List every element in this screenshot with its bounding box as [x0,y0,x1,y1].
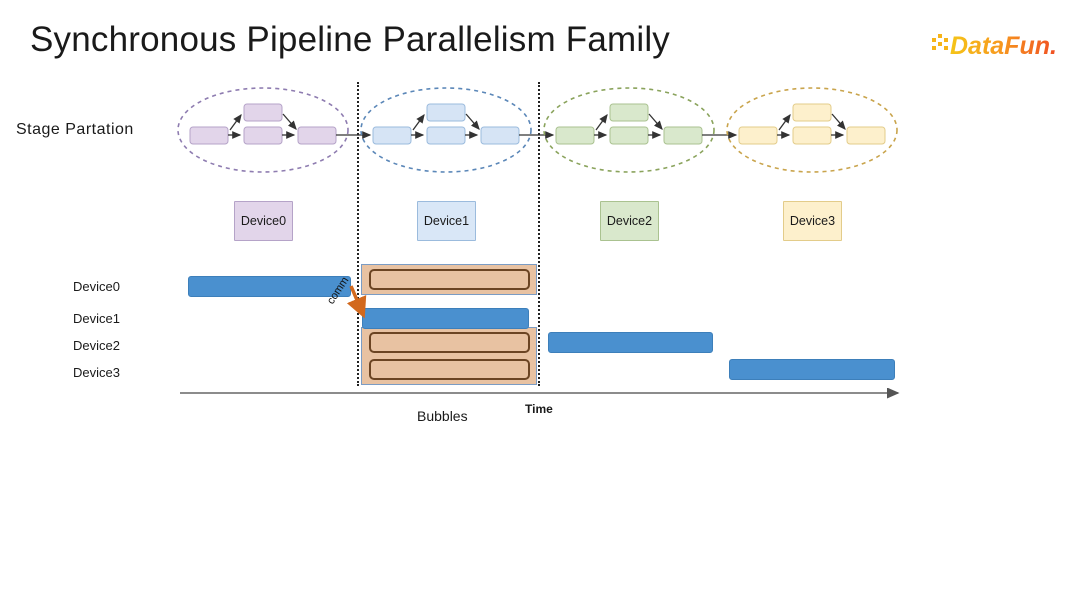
stage-node-box [663,126,703,145]
bubbles-label: Bubbles [417,408,468,424]
gantt-row-label-device2: Device2 [73,338,120,353]
stage-node-box [372,126,412,145]
stage-group-ellipse [726,87,898,173]
stage-node-box [297,126,337,145]
stage-node-box [426,103,466,122]
stage-group-ellipse [543,87,715,173]
stage-node-box [792,103,832,122]
page-title: Synchronous Pipeline Parallelism Family [30,20,671,59]
device-legend-2: Device2 [600,201,659,241]
device-legend-1: Device1 [417,201,476,241]
device-legend-0: Device0 [234,201,293,241]
stage-node-box [846,126,886,145]
stage-group-2 [543,87,738,173]
gantt-row-label-device0: Device0 [73,279,120,294]
stage-node-box [555,126,595,145]
stage-node-box [243,103,283,122]
datafun-logo: DataFun. [930,28,1070,62]
gantt-row-label-device3: Device3 [73,365,120,380]
device1-compute-bar [362,308,529,329]
device-legend-3: Device3 [783,201,842,241]
stage-node-box [609,126,649,145]
device-legend-label: Device0 [240,214,287,228]
stage-group-0 [177,87,372,173]
stage-node-box [189,126,229,145]
device0-bubble-bar [369,269,530,290]
device2-bubble-bar [369,332,530,353]
stage-group-ellipse [360,87,532,173]
device3-compute-bar [729,359,895,380]
stage-node-box [480,126,520,145]
stage-group-3 [726,87,898,173]
stage-partation-label: Stage Partation [16,121,134,138]
logo-wordmark: DataFun. [950,32,1057,60]
time-axis [180,388,900,399]
stage-divider-2 [538,82,540,386]
stage-node-box [426,126,466,145]
device3-bubble-bar [369,359,530,380]
stage-node-box [243,126,283,145]
stage-group-ellipse [177,87,349,173]
stage-group-1 [360,87,555,173]
device2-compute-bar [548,332,713,353]
device-legend-label: Device2 [606,214,653,228]
stage-node-box [609,103,649,122]
logo-dots-icon [932,34,948,50]
stage-divider-1 [357,82,359,386]
stage-node-box [738,126,778,145]
device0-compute-bar [188,276,351,297]
time-label: Time [525,402,553,416]
gantt-row-label-device1: Device1 [73,311,120,326]
device-legend-label: Device1 [423,214,470,228]
device-legend-label: Device3 [789,214,836,228]
stage-partition-diagram [177,87,898,173]
stage-node-box [792,126,832,145]
comm-arrow-icon [346,285,367,319]
